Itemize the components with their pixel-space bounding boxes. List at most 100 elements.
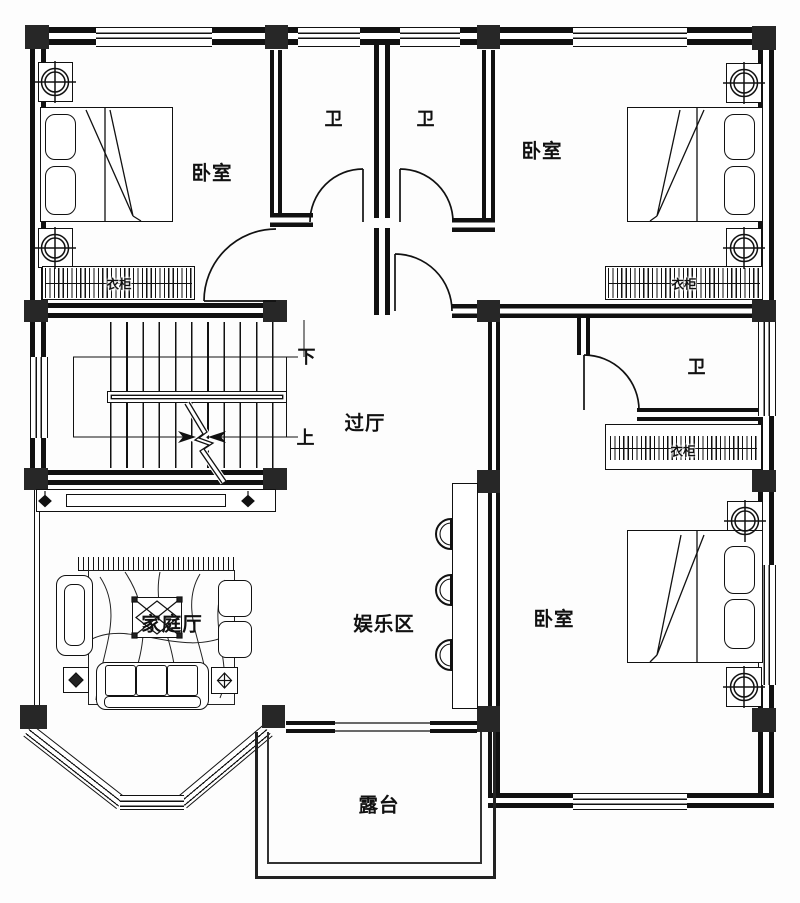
bay-window-center	[120, 795, 184, 810]
room-label-terrace: 露台	[358, 794, 400, 817]
wall-segment	[488, 322, 500, 470]
sofa-cushion	[136, 665, 167, 696]
terrace-threshold	[335, 722, 430, 732]
bar-counter	[452, 483, 478, 709]
stairs-down-label: 下	[297, 347, 317, 367]
window	[573, 793, 687, 810]
column-pillar	[477, 470, 500, 493]
window	[400, 27, 460, 47]
room-label-bedroom-top-right: 卧室	[521, 140, 563, 163]
wall-segment	[374, 45, 390, 218]
wardrobe	[605, 266, 763, 300]
window	[30, 357, 48, 438]
room-label-bath-top-left: 卫	[324, 109, 344, 129]
stair-balustrade-inner	[66, 494, 226, 507]
room-label-bath-top-right: 卫	[416, 109, 436, 129]
wall-segment	[687, 27, 752, 45]
wall-segment	[288, 27, 298, 45]
wall-segment	[637, 408, 763, 421]
stairs-up-label: 上	[296, 428, 316, 448]
column-pillar	[24, 468, 48, 490]
wardrobe-label: 衣柜	[671, 277, 697, 292]
pillow	[45, 166, 76, 215]
wall-segment	[488, 793, 573, 808]
wall-segment	[758, 732, 774, 795]
sofa-cushion	[105, 665, 136, 696]
wall-segment	[30, 438, 46, 470]
wardrobe-label: 衣柜	[670, 444, 696, 459]
wardrobe-hatch	[610, 436, 757, 460]
wardrobe-label: 衣柜	[106, 277, 132, 292]
wall-segment	[758, 416, 774, 470]
column-pillar	[752, 26, 776, 50]
column-pillar	[477, 300, 500, 322]
column-pillar	[25, 25, 49, 49]
room-label-bedroom-bottom-right: 卧室	[533, 608, 575, 631]
wall-segment	[374, 228, 390, 315]
wall-segment	[270, 50, 282, 213]
sofa-cushion	[167, 665, 198, 696]
nightstand	[38, 228, 73, 268]
wall-segment	[500, 304, 753, 318]
window	[96, 27, 212, 47]
room-label-bath-right: 卫	[687, 357, 707, 377]
column-pillar	[752, 300, 776, 322]
column-pillar	[20, 705, 47, 729]
room-label-family-hall: 家庭厅	[141, 613, 203, 636]
terrace-outline-inner	[267, 732, 482, 864]
wardrobe-hatch	[45, 268, 192, 298]
column-pillar	[477, 706, 500, 732]
wall-segment	[460, 27, 477, 45]
column-pillar	[263, 468, 287, 490]
wall-segment	[34, 490, 40, 706]
window	[573, 27, 687, 47]
wall-segment	[30, 303, 287, 318]
terrace-outline	[255, 732, 496, 879]
armchair-cushion	[64, 584, 85, 646]
wall-segment	[452, 304, 477, 318]
nightstand	[726, 667, 762, 707]
sofa-base	[104, 696, 201, 708]
bar-stools	[435, 517, 452, 672]
wall-segment	[270, 213, 313, 227]
pillow	[724, 114, 755, 160]
wall-segment	[482, 50, 495, 222]
column-pillar	[262, 705, 285, 728]
pillow	[724, 599, 755, 649]
side-chair	[218, 580, 252, 617]
wall-segment	[758, 685, 774, 708]
wall-segment	[30, 470, 287, 485]
pillow	[724, 546, 755, 594]
side-chair	[218, 621, 252, 658]
wall-segment	[430, 721, 477, 733]
column-pillar	[265, 25, 288, 49]
wardrobe-hatch	[608, 268, 760, 298]
wardrobe	[42, 266, 195, 300]
column-pillar	[263, 300, 287, 322]
rug-fringe	[78, 557, 235, 571]
wall-segment	[212, 27, 265, 45]
room-label-hallway: 过厅	[344, 412, 386, 435]
window	[298, 27, 360, 47]
side-table	[211, 667, 238, 694]
wall-segment	[577, 318, 590, 355]
room-label-bedroom-top-left: 卧室	[191, 162, 233, 185]
wall-segment	[30, 322, 46, 357]
pillow	[45, 114, 76, 160]
wardrobe	[605, 424, 762, 470]
wall-segment	[500, 27, 573, 45]
pillow	[724, 166, 755, 215]
side-table	[63, 667, 89, 693]
wall-segment	[360, 27, 400, 45]
nightstand	[726, 63, 762, 103]
nightstand	[38, 62, 73, 102]
window	[758, 322, 776, 416]
column-pillar	[477, 25, 500, 49]
room-label-entertainment: 娱乐区	[353, 613, 415, 636]
bay-window-left	[23, 724, 126, 810]
wall-segment	[452, 218, 495, 232]
wall-segment	[286, 721, 335, 733]
column-pillar	[752, 708, 776, 732]
column-pillar	[24, 300, 48, 322]
